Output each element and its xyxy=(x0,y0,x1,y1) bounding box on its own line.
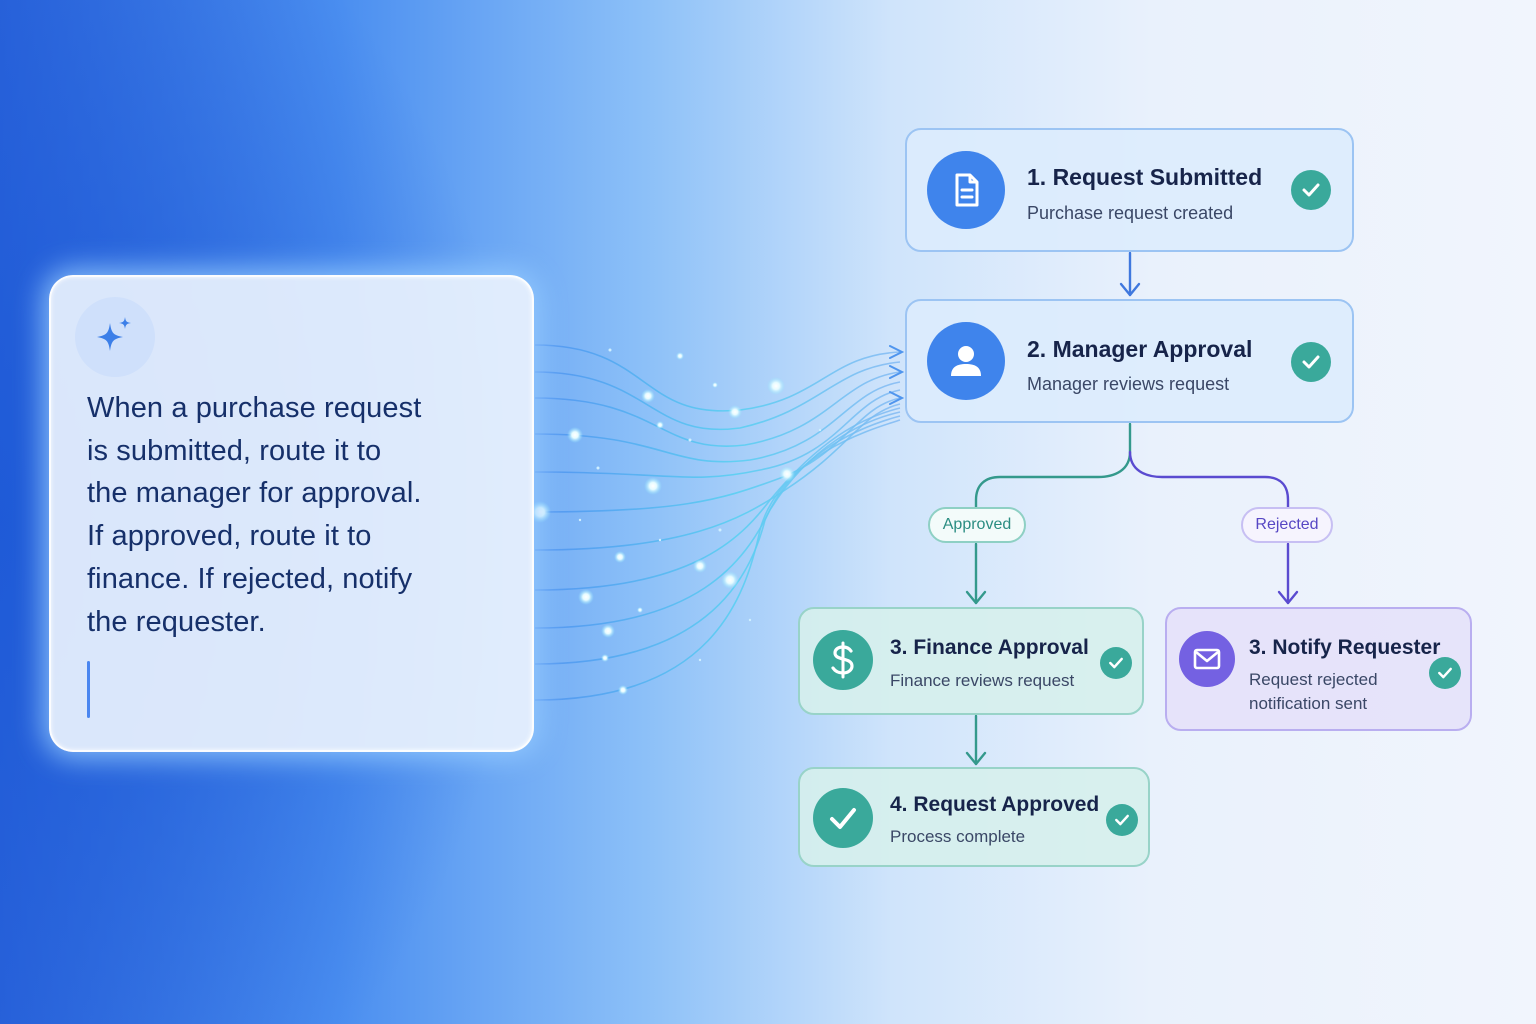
step-subtitle: Finance reviews request xyxy=(890,671,1075,690)
step-title: 3. Notify Requester xyxy=(1249,636,1441,659)
step-subtitle: Purchase request created xyxy=(1027,203,1234,223)
step-request-approved[interactable]: 4. Request Approved Process complete xyxy=(798,767,1150,867)
step-subtitle: notification sent xyxy=(1249,694,1368,713)
step-finance-approval[interactable]: 3. Finance Approval Finance reviews requ… xyxy=(798,607,1144,715)
document-icon xyxy=(927,151,1005,229)
prompt-line: is submitted, route it to xyxy=(87,434,382,467)
step-notify-requester[interactable]: 3. Notify Requester Request rejected not… xyxy=(1165,607,1472,731)
step-title: 1. Request Submitted xyxy=(1027,164,1263,190)
step-title: 4. Request Approved xyxy=(890,793,1100,816)
prompt-line: When a purchase request xyxy=(87,392,422,424)
prompt-line: If approved, route it to xyxy=(87,520,372,553)
check-icon xyxy=(1106,804,1138,836)
prompt-line: the manager for approval. xyxy=(87,477,422,510)
prompt-card[interactable]: When a purchase request is submitted, ro… xyxy=(49,275,534,752)
text-cursor xyxy=(87,661,90,718)
prompt-text[interactable]: When a purchase request is submitted, ro… xyxy=(87,387,467,643)
prompt-line: finance. If rejected, notify xyxy=(87,562,413,595)
step-subtitle: Process complete xyxy=(890,827,1026,846)
approved-branch-label: Approved xyxy=(928,507,1026,543)
prompt-line: the requester. xyxy=(87,605,266,638)
user-icon xyxy=(927,322,1005,400)
step-request-submitted[interactable]: 1. Request Submitted Purchase request cr… xyxy=(905,128,1354,252)
step-manager-approval[interactable]: 2. Manager Approval Manager reviews requ… xyxy=(905,299,1354,423)
step-subtitle: Manager reviews request xyxy=(1027,374,1230,394)
check-icon xyxy=(1291,342,1331,382)
step-subtitle: Request rejected xyxy=(1249,670,1378,689)
mail-icon xyxy=(1179,631,1235,687)
checkmark-icon xyxy=(813,788,873,848)
rejected-branch-label: Rejected xyxy=(1241,507,1333,543)
check-icon xyxy=(1100,647,1132,679)
step-title: 2. Manager Approval xyxy=(1027,336,1253,362)
step-title: 3. Finance Approval xyxy=(890,636,1089,659)
sparkle-icon xyxy=(75,297,155,377)
check-icon xyxy=(1429,657,1461,689)
dollar-icon xyxy=(813,630,873,690)
check-icon xyxy=(1291,170,1331,210)
